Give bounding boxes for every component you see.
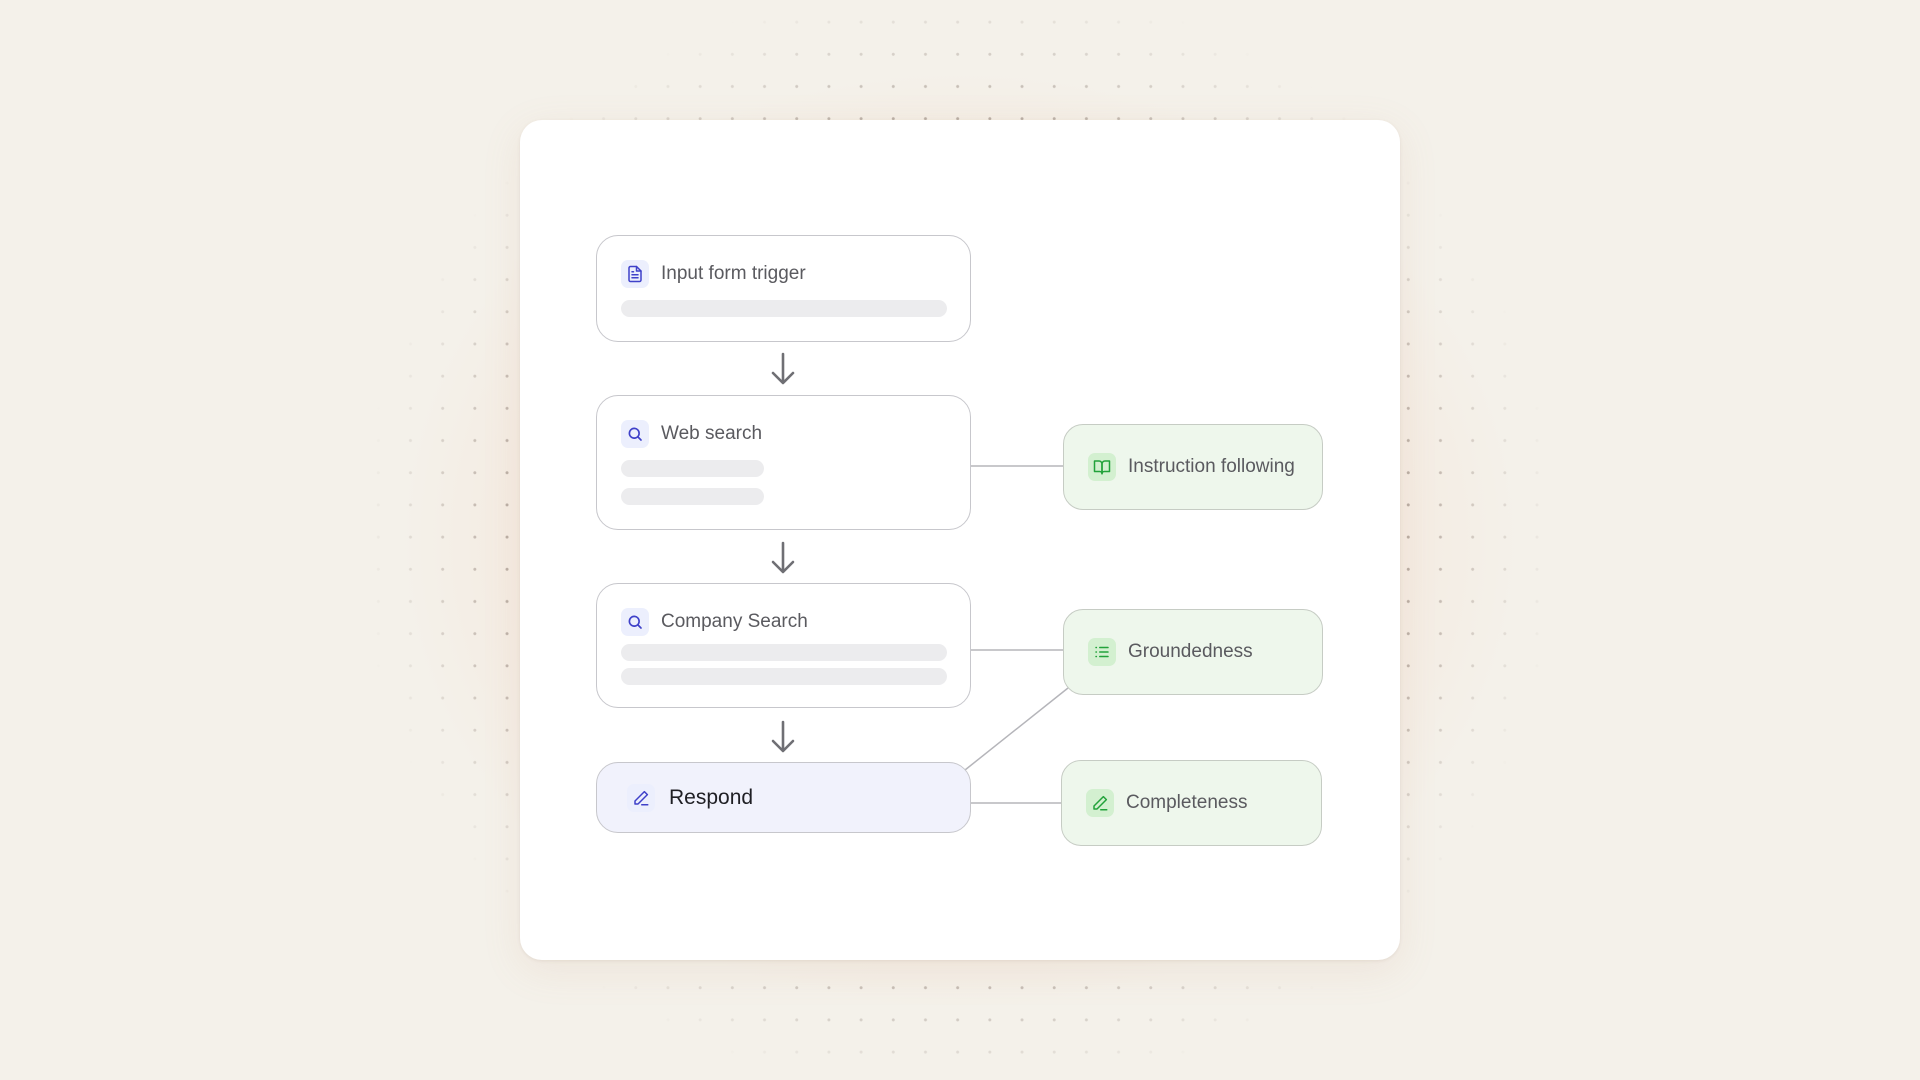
down-arrow-icon — [771, 720, 795, 753]
pencil-icon — [627, 784, 655, 812]
list-icon — [1088, 638, 1116, 666]
input-form-trigger-label: Input form trigger — [661, 263, 806, 284]
completeness-label: Completeness — [1126, 792, 1248, 813]
placeholder-bar — [621, 488, 764, 505]
respond-node[interactable]: Respond — [596, 762, 971, 833]
search-icon — [621, 420, 649, 448]
placeholder-bar — [621, 644, 947, 661]
search-icon — [621, 608, 649, 636]
document-icon — [621, 260, 649, 288]
company-search-node[interactable]: Company Search — [596, 583, 971, 708]
placeholder-bar — [621, 460, 764, 477]
pencil-icon — [1086, 789, 1114, 817]
web-search-label: Web search — [661, 423, 763, 444]
placeholder-bar — [621, 668, 947, 685]
groundedness-label: Groundedness — [1128, 641, 1253, 662]
instruction-following-label: Instruction following — [1128, 456, 1295, 477]
web-search-node[interactable]: Web search — [596, 395, 971, 530]
input-form-trigger-node[interactable]: Input form trigger — [596, 235, 971, 342]
completeness-node[interactable]: Completeness — [1061, 760, 1322, 846]
connector-respond-groundedness — [964, 687, 1069, 771]
down-arrow-icon — [771, 352, 795, 385]
instruction-following-node[interactable]: Instruction following — [1063, 424, 1323, 510]
groundedness-node[interactable]: Groundedness — [1063, 609, 1323, 695]
placeholder-bar — [621, 300, 947, 317]
down-arrow-icon — [771, 541, 795, 574]
respond-label: Respond — [669, 786, 754, 809]
company-search-label: Company Search — [661, 611, 808, 632]
book-icon — [1088, 453, 1116, 481]
